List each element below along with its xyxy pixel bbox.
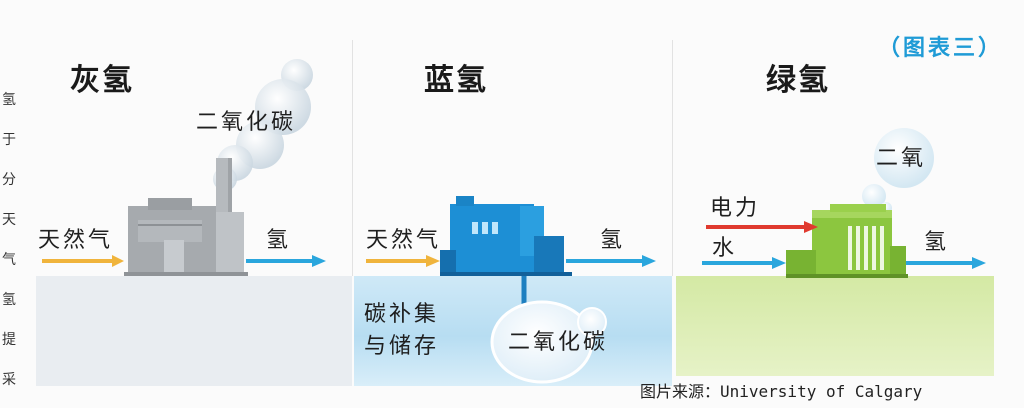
edge-glyph: 采 (2, 372, 16, 388)
green-hydrogen-title: 绿氢 (766, 63, 830, 98)
edge-glyph: 气 (2, 252, 16, 268)
figure-label: （图表三） (878, 36, 1004, 61)
natural-gas-arrow-blue (366, 255, 440, 267)
edge-glyph: 天 (2, 212, 16, 228)
left-edge-cropped-text: 氢 于 分 天 气氢提采 (2, 80, 16, 400)
water-label: 水 (712, 236, 738, 261)
green-ground (676, 276, 994, 376)
water-arrow (702, 257, 786, 269)
emission-bubble-icon (862, 128, 934, 214)
edge-glyph: 氢 (2, 92, 16, 108)
green-electrolyzer-icon (786, 204, 908, 278)
gray-hydrogen-title: 灰氢 (70, 63, 134, 98)
image-source-credit: 图片来源：University of Calgary (640, 382, 923, 401)
edge-glyph: 提 (2, 332, 16, 348)
blue-stored-co2-label: 二氧化碳 (508, 330, 609, 355)
hydrogen-arrow-gray (246, 255, 326, 267)
electricity-label: 电力 (710, 196, 761, 221)
co2-storage-bubble-icon (490, 300, 607, 384)
natural-gas-arrow-gray (42, 255, 124, 267)
gray-ground (36, 276, 352, 386)
divider (672, 40, 673, 276)
capture-storage-line2: 与储存 (364, 334, 440, 359)
blue-output-label: 氢 (600, 228, 626, 253)
green-emission-label: 二氧 (876, 146, 927, 171)
hydrogen-arrow-blue (566, 255, 656, 267)
gray-plant-icon (124, 158, 248, 276)
gray-input-label: 天然气 (38, 228, 114, 253)
electricity-arrow (706, 221, 818, 233)
capture-storage-line1: 碳补集 (364, 302, 440, 327)
blue-plant-icon (440, 196, 572, 276)
gray-output-label: 氢 (266, 228, 292, 253)
edge-glyph: 氢 (2, 292, 16, 308)
green-output-label: 氢 (924, 230, 950, 255)
hydrogen-arrow-green (906, 257, 986, 269)
edge-glyph: 于 (2, 132, 16, 148)
gray-co2-label: 二氧化碳 (196, 110, 297, 135)
blue-input-label: 天然气 (366, 228, 442, 253)
edge-glyph: 分 (2, 172, 16, 188)
blue-hydrogen-title: 蓝氢 (424, 63, 488, 98)
divider (352, 40, 353, 276)
